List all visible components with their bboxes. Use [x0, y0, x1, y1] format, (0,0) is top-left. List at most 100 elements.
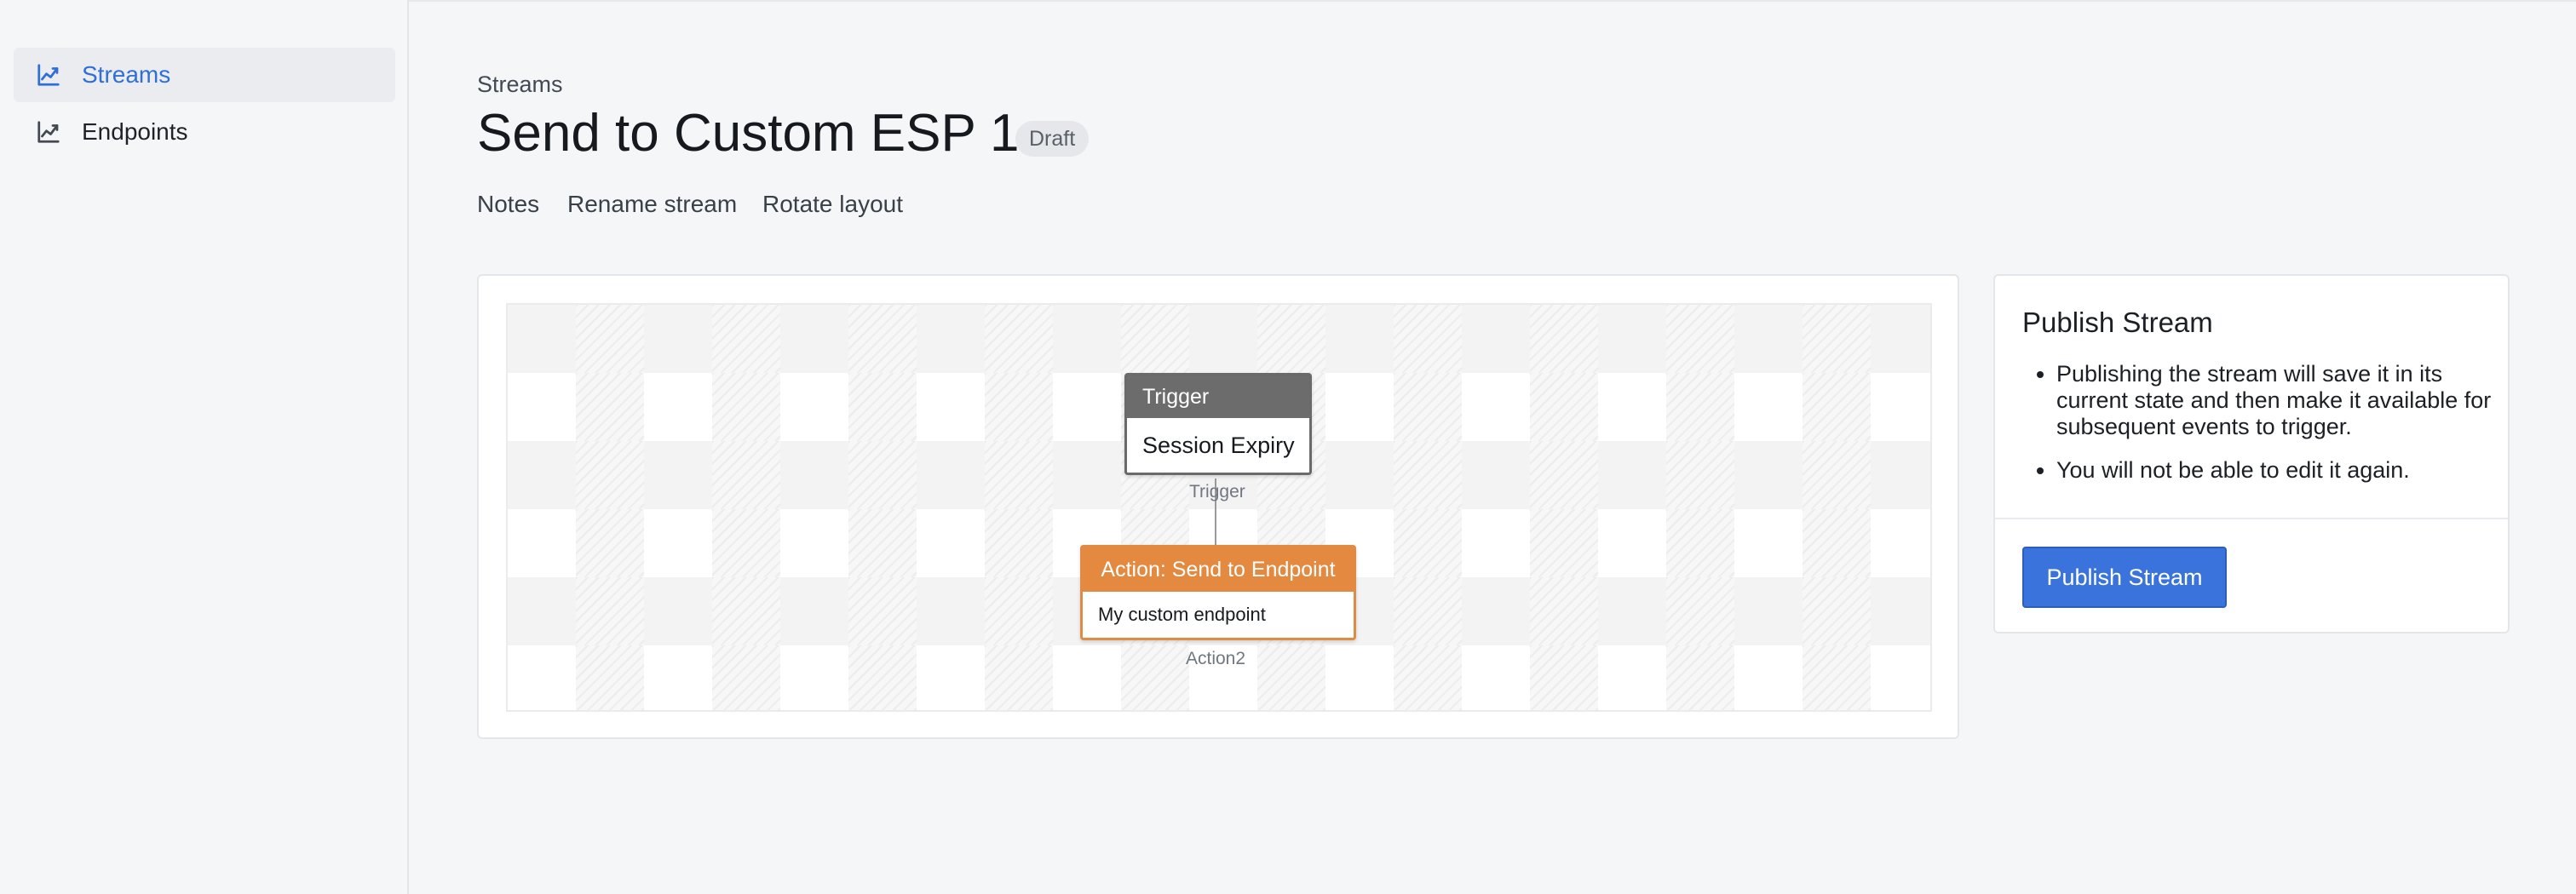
- canvas-grid-cell: [576, 509, 644, 577]
- action-node-label: Action2: [1186, 649, 1246, 668]
- canvas-grid-cell: [712, 645, 780, 710]
- canvas-grid-cell: [780, 305, 848, 373]
- publish-note: You will not be able to edit it again.: [2056, 457, 2516, 484]
- canvas-grid-cell: [1666, 509, 1734, 577]
- publish-card: Publish Stream Publishing the stream wil…: [1993, 274, 2510, 633]
- publish-title: Publish Stream: [2022, 307, 2213, 338]
- trigger-node-header: Trigger: [1127, 375, 1309, 418]
- canvas-grid-cell: [1666, 305, 1734, 373]
- chart-line-icon: [36, 62, 61, 88]
- canvas-grid-cell: [1666, 441, 1734, 509]
- canvas-grid-cell: [1734, 441, 1803, 509]
- canvas-grid-cell: [644, 577, 712, 645]
- canvas-grid-cell: [1530, 645, 1598, 710]
- canvas-grid-cell: [917, 305, 985, 373]
- canvas-grid-cell: [848, 373, 917, 441]
- action-node[interactable]: Action: Send to Endpoint My custom endpo…: [1080, 545, 1356, 640]
- canvas-grid-cell: [985, 645, 1053, 710]
- canvas-grid-cell: [1530, 509, 1598, 577]
- canvas-grid-cell: [644, 305, 712, 373]
- canvas-grid-cell: [1121, 305, 1189, 373]
- rotate-layout-link[interactable]: Rotate layout: [762, 191, 903, 217]
- canvas-grid-cell: [917, 577, 985, 645]
- canvas-grid-cell: [508, 577, 576, 645]
- canvas-grid-cell: [1803, 373, 1871, 441]
- canvas-grid-cell: [780, 441, 848, 509]
- publish-stream-button[interactable]: Publish Stream: [2022, 547, 2227, 608]
- canvas-grid-cell: [848, 509, 917, 577]
- canvas-grid-cell: [576, 305, 644, 373]
- page-title: Send to Custom ESP 1: [477, 104, 1020, 163]
- canvas-grid-cell: [1053, 305, 1121, 373]
- canvas-grid-cell: [1257, 645, 1325, 710]
- canvas-grid-cell: [576, 645, 644, 710]
- canvas-grid-cell: [1803, 509, 1871, 577]
- sidebar-item-endpoints[interactable]: Endpoints: [14, 105, 395, 159]
- canvas-grid-cell: [848, 305, 917, 373]
- canvas-grid-cell: [985, 441, 1053, 509]
- canvas-grid-cell: [1666, 373, 1734, 441]
- canvas-grid-cell: [985, 509, 1053, 577]
- canvas-grid-cell: [1462, 441, 1530, 509]
- canvas-grid-cell: [508, 305, 576, 373]
- canvas-grid-cell: [985, 305, 1053, 373]
- canvas-grid-cell: [1666, 577, 1734, 645]
- sidebar: Streams Endpoints: [0, 0, 409, 894]
- canvas-grid-cell: [848, 441, 917, 509]
- canvas-grid-cell: [1734, 577, 1803, 645]
- canvas-grid-cell: [1530, 441, 1598, 509]
- canvas-grid-cell: [1598, 305, 1666, 373]
- action-node-body: My custom endpoint: [1098, 604, 1266, 625]
- top-border: [0, 0, 2576, 2]
- stream-canvas-card: [477, 274, 1959, 739]
- canvas-grid-cell: [780, 577, 848, 645]
- canvas-grid-cell: [1462, 577, 1530, 645]
- canvas-grid-cell: [576, 441, 644, 509]
- canvas-grid-cell: [576, 373, 644, 441]
- canvas-grid-cell: [576, 577, 644, 645]
- canvas-grid-cell: [1871, 305, 1930, 373]
- notes-link[interactable]: Notes: [477, 191, 540, 217]
- divider: [1995, 518, 2508, 519]
- canvas-grid-cell: [1053, 441, 1121, 509]
- canvas-grid-cell: [1871, 441, 1930, 509]
- canvas-grid-cell: [985, 373, 1053, 441]
- rename-stream-link[interactable]: Rename stream: [567, 191, 738, 217]
- chart-line-icon: [36, 119, 61, 145]
- canvas-grid-cell: [1325, 441, 1394, 509]
- connector-line: [1215, 479, 1216, 545]
- sidebar-item-label: Streams: [82, 61, 171, 88]
- canvas-grid-cell: [1462, 305, 1530, 373]
- canvas-grid-cell: [1530, 577, 1598, 645]
- canvas-grid-cell: [1598, 441, 1666, 509]
- canvas-grid-cell: [1598, 577, 1666, 645]
- canvas-grid-cell: [1325, 305, 1394, 373]
- canvas-grid-cell: [712, 373, 780, 441]
- canvas-grid-cell: [1734, 305, 1803, 373]
- trigger-node[interactable]: Trigger Session Expiry: [1124, 373, 1312, 475]
- action-node-header: Action: Send to Endpoint: [1083, 547, 1354, 592]
- stream-canvas-grid[interactable]: [506, 303, 1932, 712]
- trigger-node-label: Trigger: [1189, 482, 1245, 501]
- canvas-grid-cell: [1394, 577, 1462, 645]
- canvas-grid-cell: [1803, 441, 1871, 509]
- publish-note: Publishing the stream will save it in it…: [2056, 361, 2516, 440]
- sidebar-item-label: Endpoints: [82, 118, 188, 145]
- breadcrumb[interactable]: Streams: [477, 72, 563, 97]
- canvas-grid-cell: [1803, 577, 1871, 645]
- canvas-grid-cell: [644, 441, 712, 509]
- canvas-grid-cell: [712, 305, 780, 373]
- canvas-grid-cell: [1394, 645, 1462, 710]
- canvas-grid-cell: [1189, 305, 1257, 373]
- canvas-grid-cell: [1530, 305, 1598, 373]
- canvas-grid-cell: [712, 441, 780, 509]
- canvas-grid-cell: [1394, 509, 1462, 577]
- sidebar-item-streams[interactable]: Streams: [14, 48, 395, 102]
- canvas-grid-cell: [1121, 645, 1189, 710]
- canvas-grid-cell: [1530, 373, 1598, 441]
- trigger-node-body: Session Expiry: [1142, 432, 1295, 458]
- canvas-grid-cell: [1394, 305, 1462, 373]
- canvas-grid-cell: [1803, 305, 1871, 373]
- canvas-grid-cell: [712, 577, 780, 645]
- canvas-grid-cell: [848, 577, 917, 645]
